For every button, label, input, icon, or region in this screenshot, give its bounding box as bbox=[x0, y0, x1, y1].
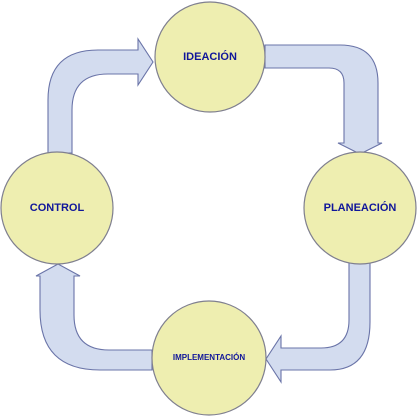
node-ideacion-label: IDEACIÓN bbox=[183, 50, 237, 63]
node-implementacion-circle bbox=[151, 300, 267, 416]
node-implementacion: IMPLEMENTACIÓN bbox=[151, 300, 267, 416]
arrow-control-to-ideacion bbox=[47, 37, 154, 154]
node-implementacion-label: IMPLEMENTACIÓN bbox=[173, 353, 246, 362]
node-control-label: CONTROL bbox=[30, 202, 85, 214]
node-ideacion-circle bbox=[154, 1, 266, 113]
node-control: CONTROL bbox=[0, 151, 114, 265]
node-planeacion: PLANEACIÓN bbox=[303, 151, 417, 265]
arrow-ideacion-to-planeacion bbox=[264, 44, 383, 155]
arrow-planeacion-to-implementacion bbox=[265, 257, 371, 384]
node-ideacion: IDEACIÓN bbox=[154, 1, 266, 113]
node-planeacion-label: PLANEACIÓN bbox=[324, 201, 397, 214]
node-control-circle bbox=[0, 151, 114, 265]
node-planeacion-circle bbox=[303, 151, 417, 265]
arrow-implementacion-to-control bbox=[35, 263, 153, 371]
